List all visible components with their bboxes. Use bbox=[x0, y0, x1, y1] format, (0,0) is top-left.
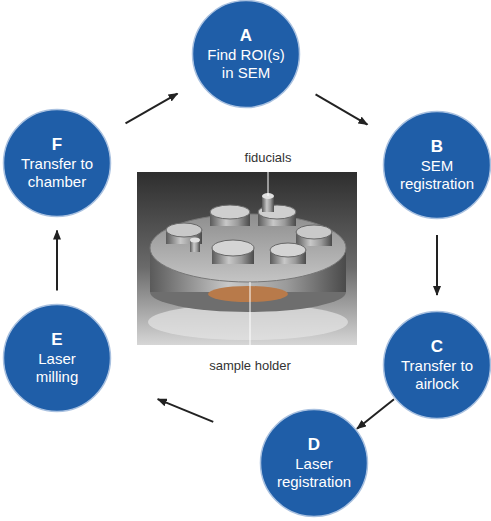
fiducials-leader bbox=[268, 165, 269, 196]
circle-fill bbox=[384, 112, 491, 219]
node-text-box: FTransfer to chamber bbox=[2, 108, 112, 218]
step-letter: B bbox=[431, 137, 443, 157]
step-text: Transfer to chamber bbox=[15, 155, 99, 191]
process-circle: FTransfer to chamber bbox=[2, 108, 112, 218]
step-letter: A bbox=[240, 26, 252, 46]
circle-fill bbox=[193, 1, 300, 108]
sample-stubs bbox=[166, 205, 332, 264]
holder-base bbox=[208, 286, 288, 302]
step-letter: E bbox=[51, 330, 62, 350]
process-circle: AFind ROI(s) in SEM bbox=[191, 0, 301, 109]
step-text: Transfer to airlock bbox=[395, 357, 479, 393]
process-circle: DLaser registration bbox=[259, 408, 369, 518]
flow-arrow bbox=[357, 399, 394, 428]
process-circle: BSEM registration bbox=[382, 110, 491, 220]
node-text-box: AFind ROI(s) in SEM bbox=[191, 0, 301, 109]
circle-fill bbox=[261, 410, 368, 517]
node-text-box: CTransfer to airlock bbox=[382, 310, 491, 420]
step-letter: F bbox=[52, 135, 62, 155]
sample-holder-leader bbox=[250, 282, 251, 356]
circle-fill bbox=[384, 312, 491, 419]
step-text: Laser milling bbox=[15, 350, 99, 386]
circle-fill bbox=[4, 305, 111, 412]
process-circle: ELaser milling bbox=[2, 303, 112, 413]
step-text: Laser registration bbox=[272, 455, 356, 491]
step-letter: D bbox=[308, 435, 320, 455]
photo-background bbox=[137, 172, 357, 345]
node-text-box: DLaser registration bbox=[259, 408, 369, 518]
step-text: SEM registration bbox=[395, 157, 479, 193]
step-text: Find ROI(s) in SEM bbox=[204, 46, 288, 82]
flow-arrow bbox=[158, 399, 214, 422]
part-label: fiducials bbox=[243, 150, 294, 165]
part-label: sample holder bbox=[207, 358, 293, 373]
node-text-box: ELaser milling bbox=[2, 303, 112, 413]
flow-arrow bbox=[56, 231, 58, 291]
process-circle: CTransfer to airlock bbox=[382, 310, 491, 420]
fiducial-pins bbox=[190, 193, 274, 252]
circle-fill bbox=[4, 110, 111, 217]
node-text-box: BSEM registration bbox=[382, 110, 491, 220]
step-letter: C bbox=[431, 337, 443, 357]
flow-arrow bbox=[126, 94, 178, 124]
flow-arrow bbox=[316, 94, 368, 124]
flow-arrow bbox=[436, 235, 438, 295]
